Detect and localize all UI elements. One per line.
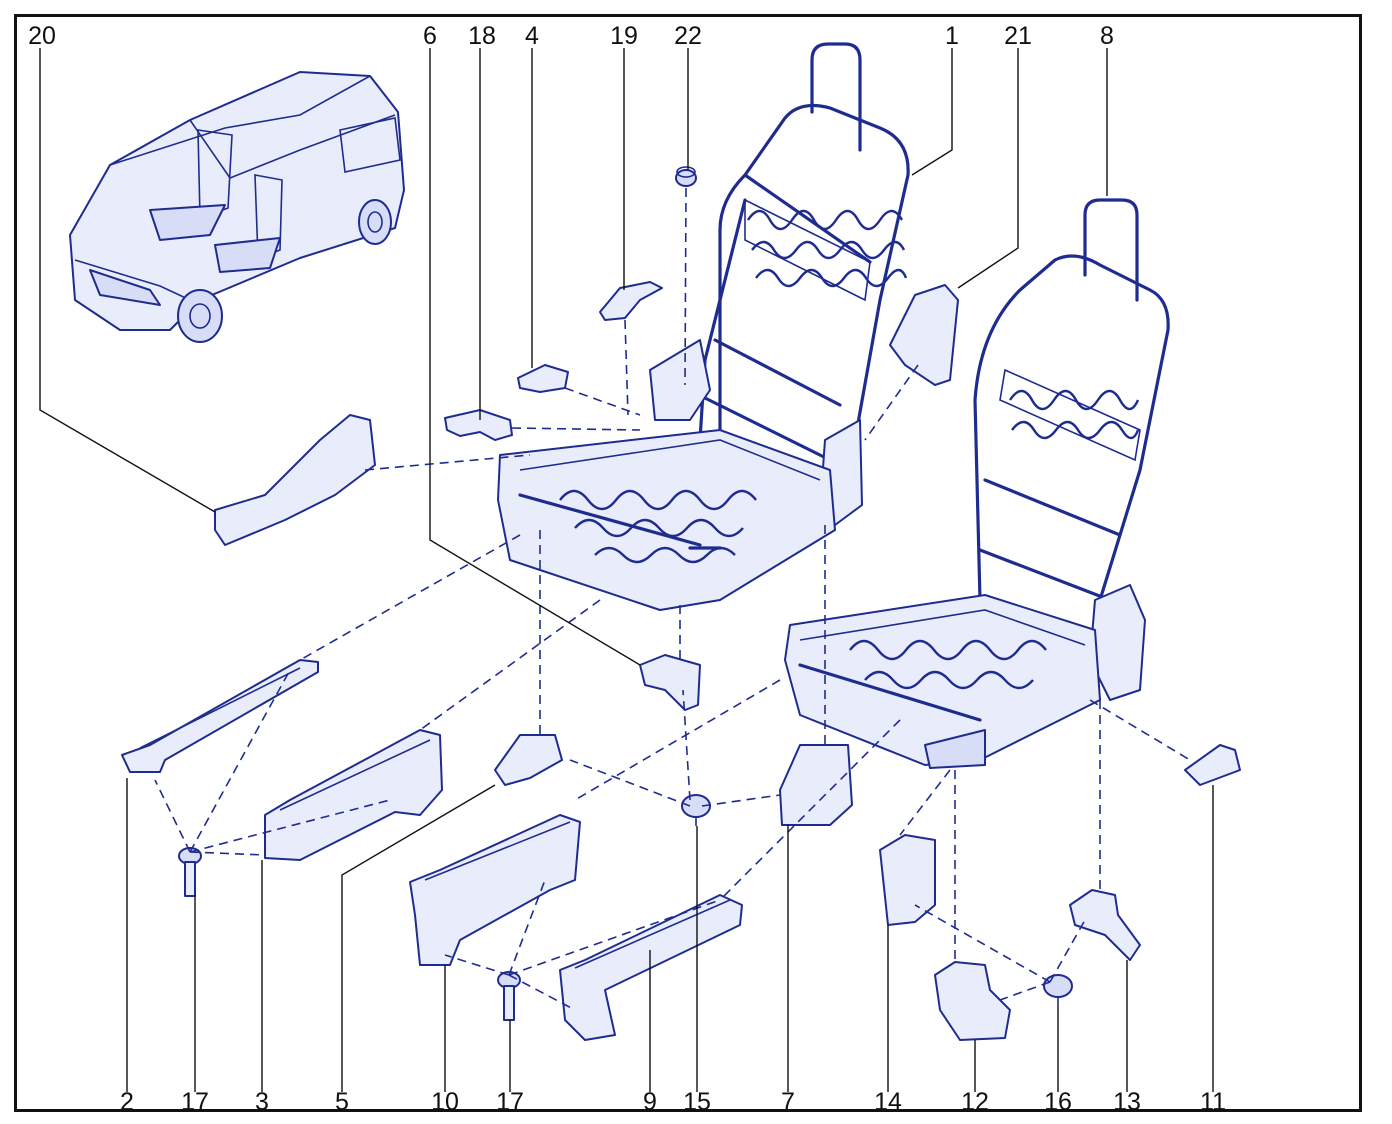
callout-15: 15 [683, 1088, 711, 1116]
part-15-plug [681, 794, 711, 826]
part-7-cover [779, 744, 853, 826]
seat-frame-1 [497, 42, 910, 611]
callout-13: 13 [1113, 1088, 1141, 1116]
part-3-rail [264, 729, 443, 861]
callout-12: 12 [961, 1088, 989, 1116]
callout-9: 9 [643, 1088, 657, 1116]
part-6-clip [639, 654, 701, 711]
part-11-cap [1184, 744, 1241, 786]
leader-lines [39, 48, 1214, 1092]
callout-6: 6 [423, 22, 437, 50]
part-12-foot [934, 961, 1011, 1041]
part-18-bracket [444, 409, 513, 441]
seat-frame-8 [784, 198, 1170, 769]
part-22-cap [675, 166, 697, 187]
callout-11: 11 [1200, 1088, 1226, 1116]
part-19-handle [599, 281, 663, 321]
callout-3: 3 [255, 1088, 269, 1116]
callout-19: 19 [610, 22, 638, 50]
part-16-plug [1043, 974, 1073, 1005]
callout-10: 10 [431, 1088, 459, 1116]
callout-8: 8 [1100, 22, 1114, 50]
part-17-bolt-a [178, 847, 202, 897]
part-5-cover [494, 734, 563, 786]
callout-labels: 20 6 18 4 19 22 1 21 8 2 17 3 5 10 17 9 … [28, 22, 1226, 1116]
callout-16: 16 [1044, 1088, 1072, 1116]
callout-14: 14 [874, 1088, 902, 1116]
callout-17b: 17 [496, 1088, 524, 1116]
callout-18: 18 [468, 22, 496, 50]
callout-17a: 17 [181, 1088, 209, 1116]
callout-4: 4 [525, 22, 539, 50]
part-10-rail [409, 814, 581, 966]
callout-22: 22 [674, 22, 702, 50]
callout-5: 5 [335, 1088, 349, 1116]
callout-20: 20 [28, 22, 56, 50]
part-9-rail [559, 894, 743, 1041]
vehicle-inset [69, 71, 405, 343]
callout-2: 2 [120, 1088, 134, 1116]
part-20-trim [214, 414, 376, 546]
part-2-rail [121, 659, 319, 773]
part-4-lever [517, 364, 569, 393]
assembly-lines [154, 187, 1191, 1011]
callout-1: 1 [945, 22, 959, 50]
part-21-shield [889, 284, 959, 386]
part-17-bolt-b [497, 971, 521, 1021]
callout-7: 7 [781, 1088, 795, 1116]
part-13-foot [1069, 889, 1141, 961]
callout-21: 21 [1004, 22, 1032, 50]
